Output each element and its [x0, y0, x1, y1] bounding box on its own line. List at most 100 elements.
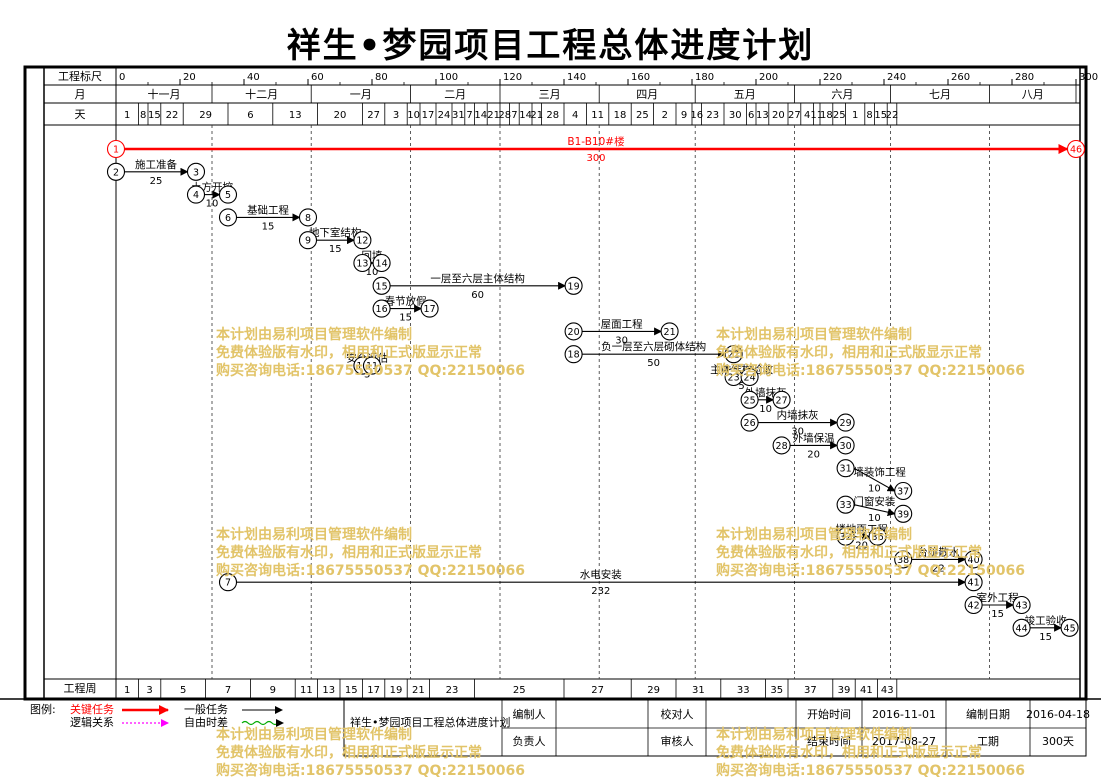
event-node	[218, 185, 238, 204]
activity-arrow	[853, 504, 896, 517]
activity-name: 外墙保温	[793, 431, 835, 444]
day-cell: 18	[614, 110, 627, 121]
event-node-label: 11	[366, 361, 378, 372]
event-node-label: 3	[193, 167, 199, 178]
day-cell: 10	[407, 110, 420, 121]
legend-logic-label: 逻辑关系	[70, 715, 114, 729]
activity-duration: 300	[586, 153, 605, 164]
event-node	[186, 162, 206, 181]
scale-tick-label: 60	[311, 72, 324, 83]
event-node-label: 23	[728, 373, 740, 384]
activity-duration: 15	[991, 609, 1004, 620]
day-cell: 3	[393, 110, 399, 121]
day-cell: 27	[367, 110, 380, 121]
event-node	[964, 595, 983, 615]
week-cell: 5	[180, 685, 186, 696]
event-node-label: 38	[897, 555, 909, 566]
event-node	[740, 390, 759, 409]
month-cell: 五月	[734, 88, 756, 101]
event-node-label: 41	[968, 578, 980, 589]
event-node-label: 10	[356, 361, 368, 372]
activity-name: 屋面工程	[601, 318, 643, 330]
event-node-label: 16	[376, 304, 388, 315]
event-node	[218, 208, 238, 227]
event-node	[868, 527, 887, 546]
day-cell: 17	[422, 110, 435, 121]
scale-tick-label: 100	[439, 72, 458, 83]
week-cell: 35	[770, 685, 783, 696]
event-node	[372, 299, 391, 318]
event-node-label: 44	[1016, 623, 1028, 634]
day-cell: 1	[852, 110, 858, 121]
event-node-label: 18	[568, 350, 580, 361]
day-cell: 13	[289, 110, 302, 121]
day-cell: 15	[874, 110, 887, 121]
event-node-label: 12	[356, 236, 368, 247]
day-cell: 11	[591, 110, 604, 121]
day-cell: 30	[729, 110, 742, 121]
page-title: 祥生•梦园项目工程总体进度计划	[286, 26, 815, 66]
scale-tick-label: 120	[503, 72, 522, 83]
event-node-label: 31	[840, 464, 852, 475]
activity-name: 水电安装	[580, 568, 622, 581]
scale-tick-label: 260	[951, 72, 970, 83]
activity-duration: 232	[591, 586, 610, 597]
activity-name: 竣工验收	[1025, 614, 1067, 627]
week-cell: 27	[591, 685, 604, 696]
day-cell: 21	[530, 110, 543, 121]
activity-duration: 30	[615, 335, 628, 346]
week-cell: 9	[270, 685, 276, 696]
activity-duration: 30	[791, 427, 804, 438]
day-cell: 29	[199, 110, 212, 121]
scale-tick-label: 280	[1015, 72, 1034, 83]
activity-arrows: B1-B10#楼300施工准备25土方开挖10基础工程15地下室结构15回填10…	[124, 135, 1069, 643]
week-cell: 19	[390, 685, 403, 696]
scale-tick-label: 20	[183, 72, 196, 83]
legend-normal-label: 一般任务	[184, 703, 228, 716]
event-node	[353, 253, 372, 273]
event-node	[894, 550, 913, 569]
event-node-label: 29	[840, 418, 852, 429]
day-cell: 25	[636, 110, 649, 121]
event-node	[836, 436, 855, 455]
day-cell: 23	[706, 110, 719, 121]
month-cell: 一月	[350, 88, 372, 101]
week-label: 工程周	[64, 682, 97, 695]
month-cell: 十一月	[148, 87, 181, 101]
event-node-label: 22	[728, 350, 740, 361]
footer-end-label: 结束时间	[807, 735, 851, 748]
day-cell: 13	[756, 110, 769, 121]
event-node	[964, 550, 983, 569]
scale-tick-label: 300	[1079, 72, 1098, 83]
month-cell: 四月	[636, 88, 658, 101]
week-cell: 23	[446, 685, 459, 696]
day-cell: 1	[124, 110, 130, 121]
week-cell: 25	[513, 685, 526, 696]
event-node-label: 21	[664, 327, 676, 338]
scale-tick-label: 240	[887, 72, 906, 83]
week-cell: 33	[737, 685, 750, 696]
footer-date-value: 2016-04-18	[1026, 708, 1090, 721]
legend-critical-label: 关键任务	[70, 702, 114, 716]
activity-name: 外墙装饰工程	[843, 466, 906, 479]
day-cell: 7	[511, 110, 517, 121]
day-cell: 8	[140, 110, 146, 121]
activity-name: 施工准备	[135, 158, 177, 171]
event-node	[740, 367, 759, 387]
event-node-label: 27	[776, 395, 788, 406]
week-cell: 17	[367, 685, 380, 696]
event-node-label: 9	[305, 236, 311, 247]
event-node	[724, 345, 743, 364]
scale-tick-label: 140	[567, 72, 586, 83]
event-node-label: 26	[744, 418, 756, 429]
activity-name: 春节放假	[385, 295, 427, 308]
week-cell: 29	[647, 685, 660, 696]
event-node	[564, 276, 583, 295]
scale-tick-label: 0	[119, 72, 125, 83]
event-node-label: 1	[113, 145, 119, 156]
footer-start-label: 开始时间	[807, 707, 851, 721]
activity-name: 一层至六层主体结构	[430, 272, 525, 285]
event-node	[372, 253, 391, 273]
legend-float-label: 自由时差	[184, 715, 228, 729]
